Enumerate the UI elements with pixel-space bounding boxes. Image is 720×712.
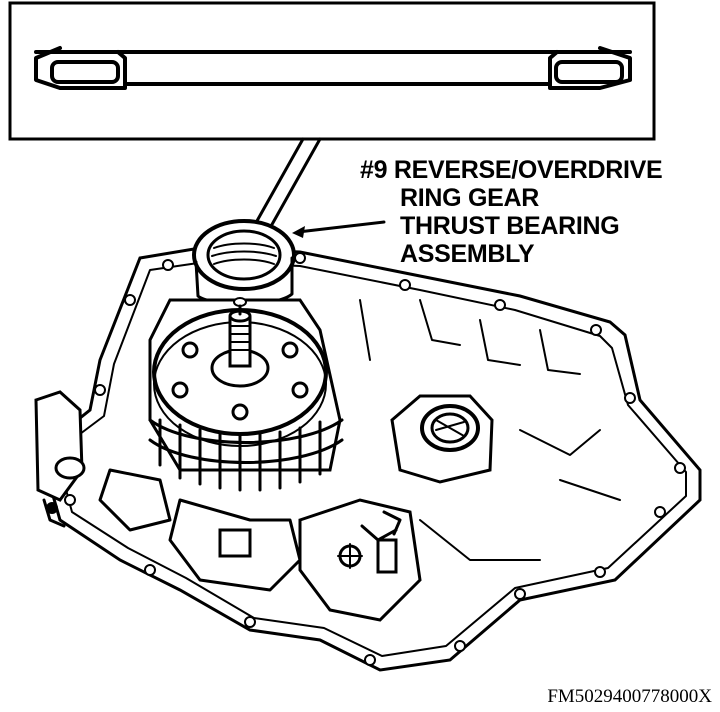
callout-line-1: #9 REVERSE/OVERDRIVE: [360, 156, 662, 184]
callout-line-4: ASSEMBLY: [400, 240, 535, 268]
callout-label: #9 REVERSE/OVERDRIVE RING GEAR THRUST BE…: [360, 156, 663, 268]
clutch-plate-teeth: [148, 418, 344, 492]
input-shaft: [228, 297, 252, 368]
differential-bearing: [390, 394, 494, 484]
callout-line-3: THRUST BEARING: [400, 212, 619, 240]
case-ribs: [359, 299, 621, 561]
bearing-cross-section: [34, 46, 632, 90]
leader-arrow: [292, 220, 386, 238]
left-housing: [34, 390, 86, 528]
inset-pointer: [251, 137, 322, 230]
callout-line-2: RING GEAR: [400, 184, 539, 212]
flange-bolt-holes: [56, 252, 686, 666]
thrust-bearing-assembly: [192, 219, 296, 306]
bearing-detail-inset: [8, 1, 656, 141]
valve-body: [98, 468, 422, 622]
figure-reference-id: FM5029400778000X: [547, 686, 712, 707]
